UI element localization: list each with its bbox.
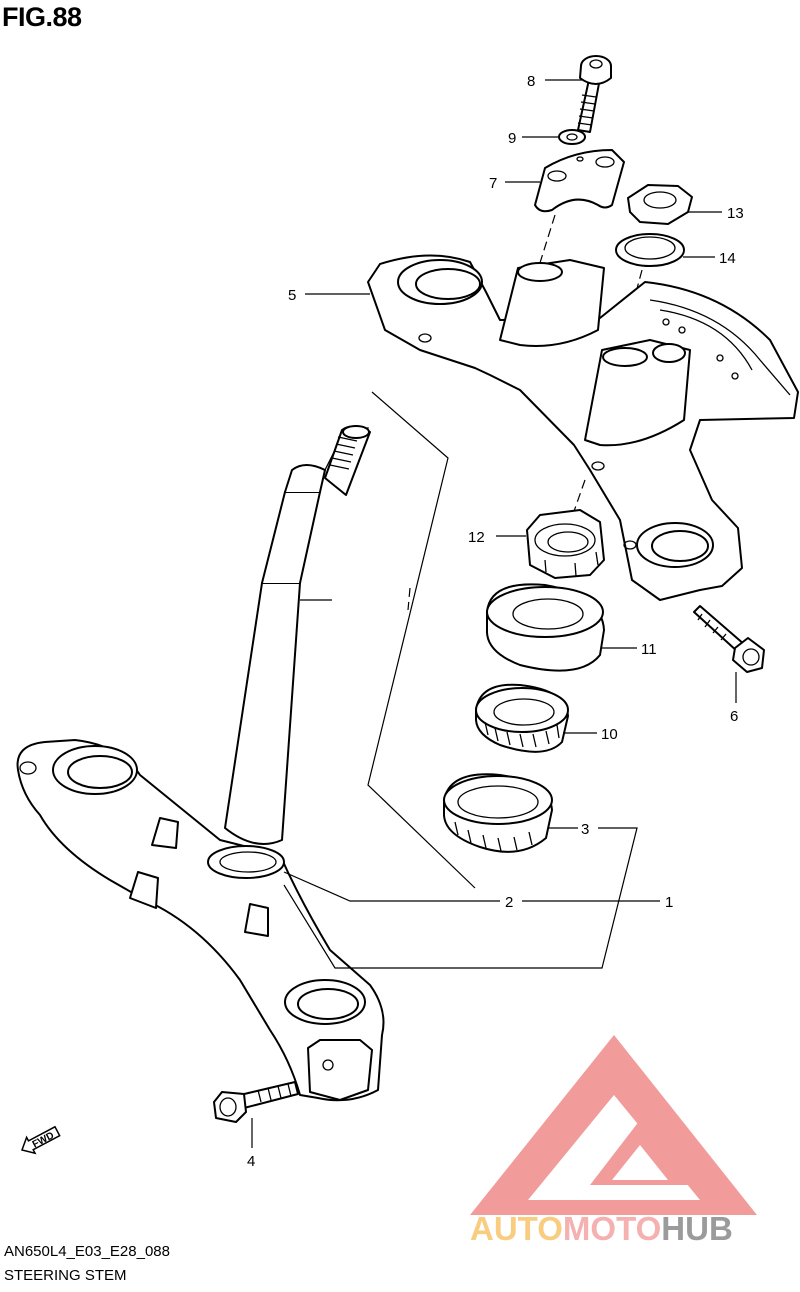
figure-title: FIG.88 (2, 2, 82, 32)
figure-name: STEERING STEM (4, 1267, 127, 1284)
assembly-bracket (367, 391, 476, 889)
callout-5: 5 (288, 287, 296, 304)
callout-11: 11 (641, 641, 657, 658)
bearing-10 (475, 683, 569, 753)
svg-text:AUTOMOTOHUB: AUTOMOTOHUB (470, 1210, 733, 1247)
callout-14: 14 (719, 250, 736, 267)
bolt-4 (213, 1081, 299, 1123)
bolt-6 (693, 605, 765, 673)
callout-9: 9 (508, 130, 516, 147)
dust-seal-11 (485, 583, 605, 672)
fwd-arrow-icon: FWD (21, 1125, 61, 1155)
callout-1: 1 (665, 894, 673, 911)
watermark-hub: HUB (661, 1210, 733, 1247)
nut-13 (627, 184, 693, 225)
watermark-auto: AUTO (470, 1210, 563, 1247)
stem-nut-12 (526, 509, 605, 579)
callout-7: 7 (489, 175, 497, 192)
watermark-logo: AUTOMOTOHUB (470, 1035, 757, 1247)
callout-8: 8 (527, 73, 535, 90)
callout-4: 4 (247, 1153, 255, 1170)
callout-12: 12 (468, 529, 485, 546)
holder-7 (534, 149, 625, 213)
watermark-moto: MOTO (563, 1210, 661, 1247)
bolt-8 (577, 55, 612, 133)
callout-2: 2 (505, 894, 513, 911)
bearing-3 (443, 773, 553, 853)
callout-3: 3 (581, 821, 589, 838)
leader-lines (251, 79, 737, 1148)
washer-9 (558, 129, 586, 145)
callout-10: 10 (601, 726, 618, 743)
figure-code: AN650L4_E03_E28_088 (4, 1243, 170, 1260)
callout-6: 6 (730, 708, 738, 725)
fwd-label: FWD (31, 1130, 56, 1150)
lower-bracket-1 (16, 425, 385, 1102)
callout-labels: 8 9 7 13 14 5 12 11 6 10 3 2 1 4 (247, 73, 744, 1170)
upper-bracket (367, 254, 799, 601)
washer-14 (615, 233, 685, 267)
callout-13: 13 (727, 205, 744, 222)
